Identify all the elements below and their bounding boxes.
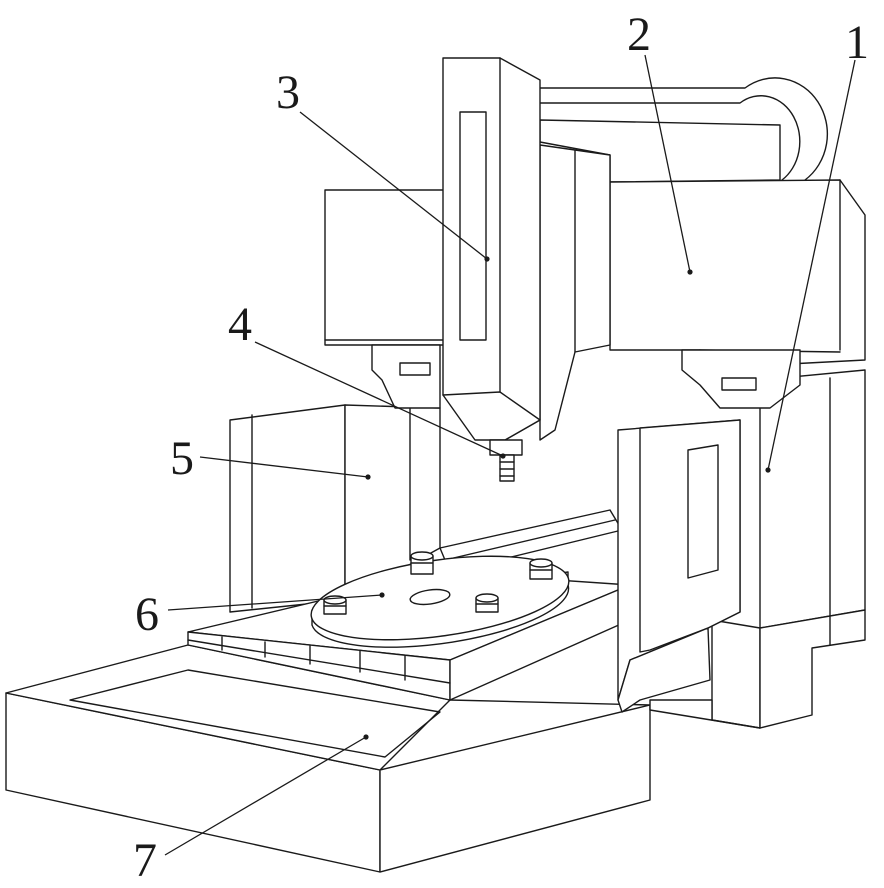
label-6: 6 xyxy=(135,588,159,641)
leader-5-dot xyxy=(365,474,370,479)
label-2: 2 xyxy=(627,8,651,61)
label-3: 3 xyxy=(276,66,300,119)
fixture-post xyxy=(530,559,552,579)
leader-1-dot xyxy=(765,467,770,472)
fixture-post xyxy=(476,594,498,612)
leader-7-dot xyxy=(363,734,368,739)
label-7: 7 xyxy=(133,834,157,887)
cutting-tool xyxy=(490,440,522,481)
leader-4-dot xyxy=(500,453,505,458)
label-5: 5 xyxy=(170,432,194,485)
fixture-post xyxy=(411,552,433,574)
label-4: 4 xyxy=(228,298,252,351)
label-1: 1 xyxy=(845,16,869,69)
leader-2-dot xyxy=(687,269,692,274)
machine-base xyxy=(6,645,650,872)
leader-6-dot xyxy=(379,592,384,597)
leader-3-dot xyxy=(484,256,489,261)
